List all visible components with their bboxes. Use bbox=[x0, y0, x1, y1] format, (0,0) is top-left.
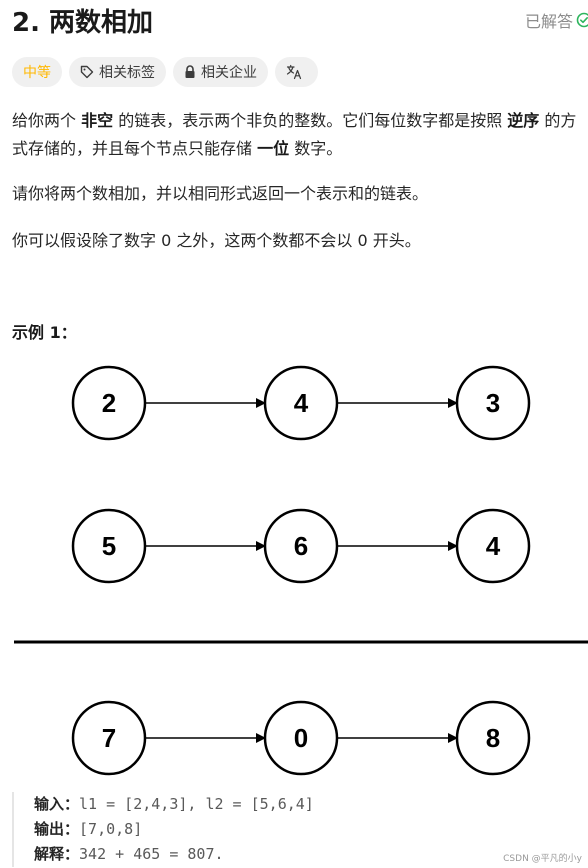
list2-node-value-0: 5 bbox=[102, 531, 116, 561]
result-node-2 bbox=[455, 700, 531, 776]
description-paragraph-3: 你可以假设除了数字 0 之外，这两个数都不会以 0 开头。 bbox=[12, 231, 421, 250]
translate-button[interactable] bbox=[275, 57, 318, 87]
related-companies-label: 相关企业 bbox=[201, 65, 257, 81]
output-value: [7,0,8] bbox=[79, 820, 143, 838]
emphasis-reverse-order: 逆序 bbox=[507, 111, 540, 130]
list1-row: 2 4 3 bbox=[71, 365, 531, 441]
description-paragraph-2: 请你将两个数相加，并以相同形式返回一个表示和的链表。 bbox=[12, 184, 429, 203]
explain-line: 解释：342 + 465 = 807. bbox=[34, 842, 314, 867]
result-node-0 bbox=[71, 700, 147, 776]
related-tags-button[interactable]: 相关标签 bbox=[69, 57, 166, 87]
input-label: 输入： bbox=[34, 795, 80, 813]
list2-row: 5 6 4 bbox=[71, 508, 531, 584]
example-io: 输入：l1 = [2,4,3], l2 = [5,6,4] 输出：[7,0,8]… bbox=[12, 792, 314, 867]
list1-node-2 bbox=[455, 365, 531, 441]
list2-node-0 bbox=[71, 508, 147, 584]
lock-icon bbox=[185, 65, 195, 78]
list1-node-0 bbox=[71, 365, 147, 441]
tag-row: 中等 相关标签 相关企业 bbox=[12, 57, 318, 87]
list2-node-1 bbox=[263, 508, 339, 584]
emphasis-one-digit: 一位 bbox=[257, 139, 290, 158]
output-label: 输出： bbox=[34, 820, 80, 838]
related-tags-label: 相关标签 bbox=[99, 65, 155, 81]
input-line: 输入：l1 = [2,4,3], l2 = [5,6,4] bbox=[34, 792, 314, 817]
solved-status: 已解答 bbox=[525, 8, 588, 32]
emphasis-non-empty: 非空 bbox=[81, 111, 114, 130]
explain-value: 342 + 465 = 807. bbox=[79, 845, 224, 863]
solved-label: 已解答 bbox=[524, 12, 573, 31]
example-title: 示例 1： bbox=[12, 323, 77, 342]
description-paragraph-1: 给你两个 非空 的链表，表示两个非负的整数。它们每位数字都是按照 逆序 的方式存… bbox=[12, 111, 577, 158]
list1-node-value-0: 2 bbox=[102, 388, 116, 418]
result-node-value-0: 7 bbox=[102, 723, 116, 753]
list1-node-value-1: 4 bbox=[294, 388, 309, 418]
result-row: 7 0 8 bbox=[71, 700, 531, 776]
result-node-1 bbox=[263, 700, 339, 776]
tag-icon bbox=[80, 65, 94, 79]
watermark: CSDN @平凡的小y bbox=[503, 854, 582, 864]
translate-icon bbox=[286, 64, 302, 80]
list2-node-value-1: 6 bbox=[294, 531, 308, 561]
problem-title: 2. 两数相加 bbox=[12, 8, 154, 38]
list1-node-value-2: 3 bbox=[486, 388, 500, 418]
linked-list-diagram: 2 4 3 5 6 4 7 0 8 bbox=[14, 365, 588, 776]
explain-label: 解释： bbox=[34, 845, 80, 863]
result-node-value-1: 0 bbox=[294, 723, 308, 753]
list2-node-2 bbox=[455, 508, 531, 584]
difficulty-badge[interactable]: 中等 bbox=[12, 57, 62, 87]
related-companies-button[interactable]: 相关企业 bbox=[173, 57, 268, 87]
list1-node-1 bbox=[263, 365, 339, 441]
check-circle-icon bbox=[576, 12, 588, 28]
input-value: l1 = [2,4,3], l2 = [5,6,4] bbox=[79, 795, 314, 813]
result-node-value-2: 8 bbox=[486, 723, 500, 753]
output-line: 输出：[7,0,8] bbox=[34, 817, 314, 842]
list2-node-value-2: 4 bbox=[486, 531, 501, 561]
